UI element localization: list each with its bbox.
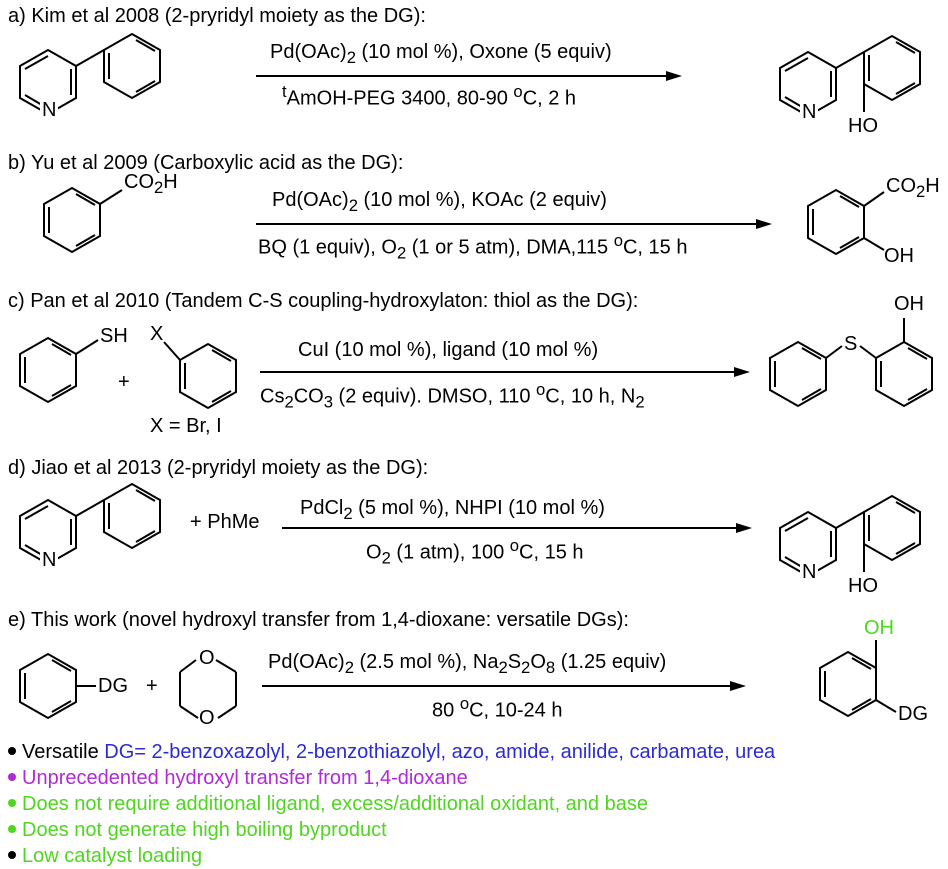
bullet-no-ligand: Does not require additional ligand, exce… <box>8 794 648 814</box>
section-a-conditions-bottom: tAmOH-PEG 3400, 80-90 oC, 2 h <box>282 82 577 110</box>
section-d-title: d) Jiao et al 2013 (2-pryridyl moiety as… <box>8 457 429 479</box>
bullet-no-byproduct: Does not generate high boiling byproduct <box>8 820 387 840</box>
section-d-conditions-bottom: O2 (1 atm), 100 oC, 15 h <box>366 536 584 568</box>
arene-dg-ring <box>19 652 77 720</box>
atom-oh: OH <box>884 245 914 267</box>
atom-co2h: CO2H <box>886 175 940 201</box>
aryl-halide-ring <box>179 342 237 410</box>
bullet-hydroxyl-transfer: Unprecedented hydroxyl transfer from 1,4… <box>8 768 468 788</box>
section-c-conditions-bottom: Cs2CO3 (2 equiv). DMSO, 110 oC, 10 h, N2 <box>260 380 645 412</box>
bullet-dot <box>8 850 16 859</box>
bullet-dot <box>8 772 16 781</box>
atom-co2h: CO2H <box>124 171 178 197</box>
benzene-ring <box>103 32 161 100</box>
plus-phme: + PhMe <box>190 511 260 533</box>
reaction-arrow-c <box>260 367 750 377</box>
atom-o: O <box>199 647 215 669</box>
reaction-arrow-b <box>256 219 772 229</box>
section-b-title: b) Yu et al 2009 (Carboxylic acid as the… <box>8 152 404 174</box>
section-a-conditions-top: Pd(OAc)2 (10 mol %), Oxone (5 equiv) <box>270 41 612 67</box>
plus-sign: + <box>118 371 130 393</box>
atom-n: N <box>800 101 819 123</box>
atom-x: X <box>150 323 164 345</box>
atom-o: O <box>199 707 215 729</box>
section-a-title: a) Kim et al 2008 (2-pryridyl moiety as … <box>8 5 426 27</box>
product-e-ring <box>819 650 877 718</box>
section-d-conditions-top: PdCl2 (5 mol %), NHPI (10 mol %) <box>300 497 605 523</box>
atom-ho: HO <box>848 575 878 597</box>
section-b-conditions-top: Pd(OAc)2 (10 mol %), KOAc (2 equiv) <box>272 189 607 215</box>
product-c-phenyl-ring <box>769 340 827 408</box>
section-e-title: e) This work (novel hydroxyl transfer fr… <box>8 609 629 631</box>
reaction-arrow-e <box>262 681 746 691</box>
section-c-conditions-top: CuI (10 mol %), ligand (10 mol %) <box>298 339 599 361</box>
atom-dg: DG <box>898 703 928 725</box>
atom-oh: OH <box>894 293 924 315</box>
atom-n: N <box>40 549 59 571</box>
atom-ho: HO <box>848 115 878 137</box>
reaction-arrow-a <box>256 71 682 81</box>
section-e-conditions-top: Pd(OAc)2 (2.5 mol %), Na2S2O8 (1.25 equi… <box>268 651 667 677</box>
plus-sign: + <box>146 675 158 697</box>
bullet-versatile-dg: Versatile DG= 2-benzoxazolyl, 2-benzothi… <box>8 742 775 762</box>
bullet-dot <box>8 824 16 833</box>
atom-oh-green: OH <box>864 617 894 639</box>
section-e-conditions-bottom: 80 oC, 10-24 h <box>432 694 563 722</box>
benzoic-acid-ring <box>43 186 101 254</box>
bullet-dot <box>8 746 16 755</box>
benzene-ring <box>103 482 161 550</box>
thiophenol-ring <box>19 336 77 404</box>
atom-n: N <box>800 561 819 583</box>
section-c-title: c) Pan et al 2010 (Tandem C-S coupling-h… <box>8 290 639 312</box>
atom-sh: SH <box>100 325 128 347</box>
bullet-dot <box>8 798 16 807</box>
atom-dg: DG <box>98 675 128 697</box>
x-definition: X = Br, I <box>150 415 222 437</box>
atom-s: S <box>844 333 858 355</box>
section-b-conditions-bottom: BQ (1 equiv), O2 (1 or 5 atm), DMA,115 o… <box>258 231 688 263</box>
bullet-low-catalyst: Low catalyst loading <box>8 846 202 866</box>
atom-n: N <box>40 99 59 121</box>
reaction-arrow-d <box>282 523 752 533</box>
